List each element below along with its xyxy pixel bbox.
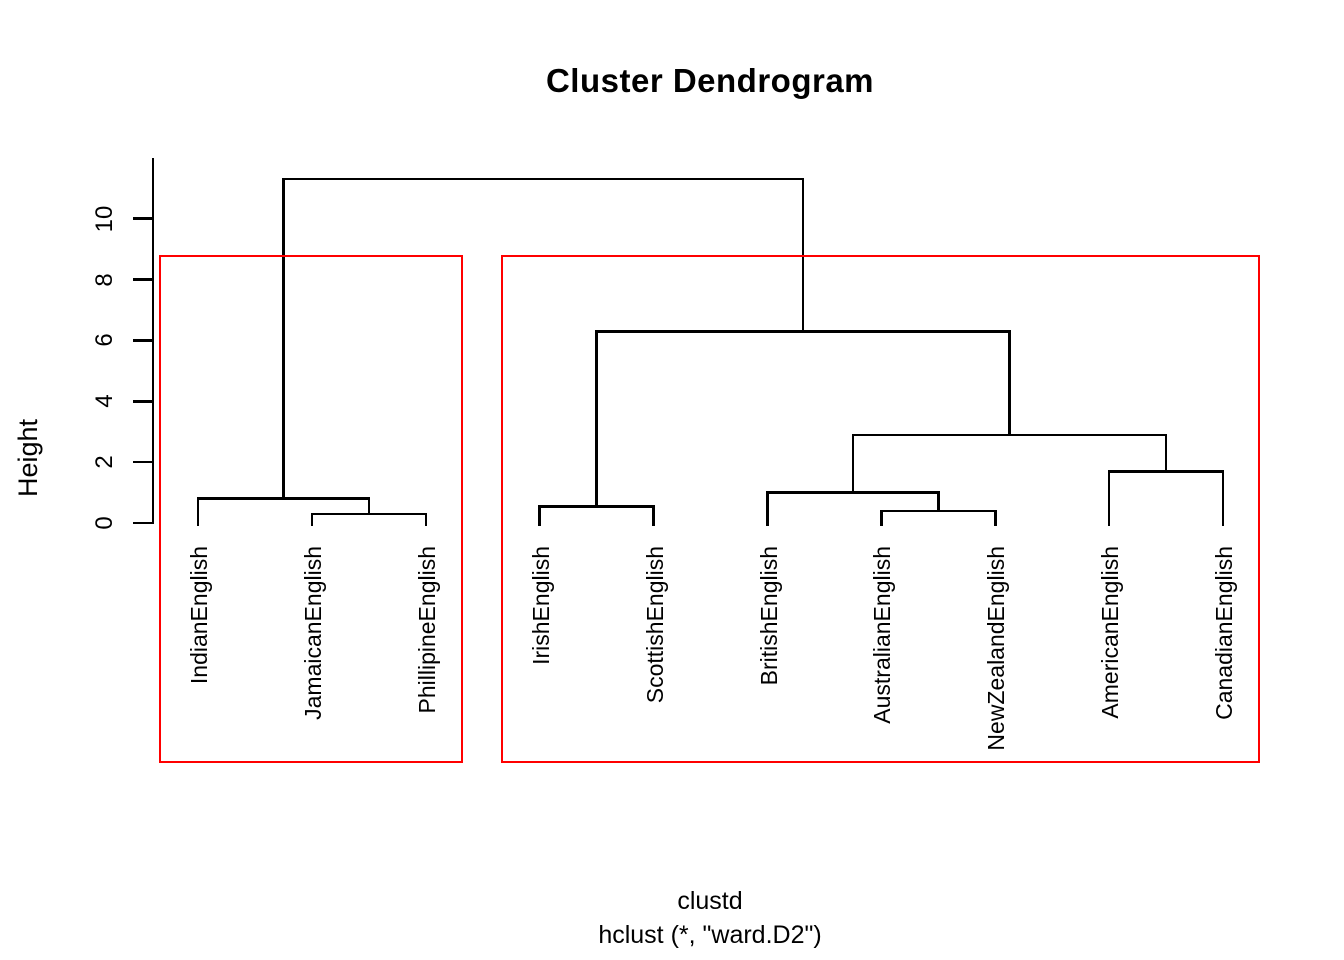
- merge-link-v: [1164, 433, 1168, 472]
- merge-link-h: [1107, 470, 1225, 473]
- tick-label: 4: [91, 394, 118, 408]
- leaf-stub: [424, 512, 428, 526]
- merge-link-v: [801, 177, 805, 332]
- leaf-label: PhillipineEnglish: [413, 546, 440, 714]
- x-axis-label: clustd: [677, 887, 743, 915]
- merge-link-v: [282, 177, 285, 499]
- axis-tick: [133, 278, 154, 281]
- leaf-stub: [196, 497, 200, 526]
- leaf-label: ScottishEnglish: [641, 546, 668, 704]
- leaf-label: AustralianEnglish: [869, 546, 896, 724]
- leaf-stub: [1221, 470, 1225, 526]
- plot-title: Cluster Dendrogram: [545, 62, 875, 99]
- leaf-stub: [880, 509, 883, 526]
- axis-tick: [133, 400, 154, 403]
- merge-link-h: [766, 491, 940, 494]
- leaf-label: CanadianEnglish: [1211, 546, 1238, 720]
- merge-link-v: [851, 433, 855, 493]
- merge-link-h: [880, 509, 997, 513]
- subtitle: hclust (*, "ward.D2"): [598, 921, 822, 949]
- axis-tick: [133, 460, 154, 464]
- tick-label: 2: [91, 455, 118, 469]
- tick-label: 8: [91, 272, 118, 287]
- leaf-label: AmericanEnglish: [1097, 546, 1124, 719]
- leaf-stub: [310, 512, 314, 526]
- cluster-box: [500, 255, 1261, 763]
- axis-tick: [133, 339, 154, 342]
- merge-link-h: [595, 330, 1011, 333]
- tick-label: 0: [91, 516, 118, 530]
- leaf-label: JamaicanEnglish: [299, 546, 326, 720]
- cluster-box: [159, 255, 463, 763]
- leaf-stub: [652, 505, 655, 526]
- merge-link-h: [282, 177, 805, 181]
- leaf-stub: [1107, 470, 1111, 526]
- merge-link-h: [538, 505, 655, 508]
- merge-link-v: [937, 491, 940, 511]
- leaf-stub: [766, 491, 769, 526]
- leaf-label: IrishEnglish: [527, 546, 554, 665]
- merge-link-v: [1008, 330, 1011, 435]
- axis-tick: [133, 217, 154, 220]
- leaf-label: IndianEnglish: [186, 546, 212, 685]
- tick-label: 6: [91, 333, 118, 348]
- leaf-label: BritishEnglish: [755, 546, 782, 686]
- merge-link-h: [851, 433, 1168, 436]
- merge-link-h: [310, 512, 428, 516]
- leaf-stub: [538, 505, 541, 526]
- tick-label: 10: [91, 205, 118, 233]
- leaf-label: NewZealandEnglish: [983, 546, 1010, 751]
- leaf-stub: [994, 509, 997, 526]
- y-axis-label: Height: [13, 418, 43, 498]
- merge-link-h: [196, 497, 371, 500]
- merge-link-v: [595, 330, 598, 507]
- x-axis-caption: clustd hclust (*, "ward.D2"): [0, 884, 1344, 952]
- axis-tick: [133, 521, 154, 525]
- merge-link-v: [367, 497, 371, 514]
